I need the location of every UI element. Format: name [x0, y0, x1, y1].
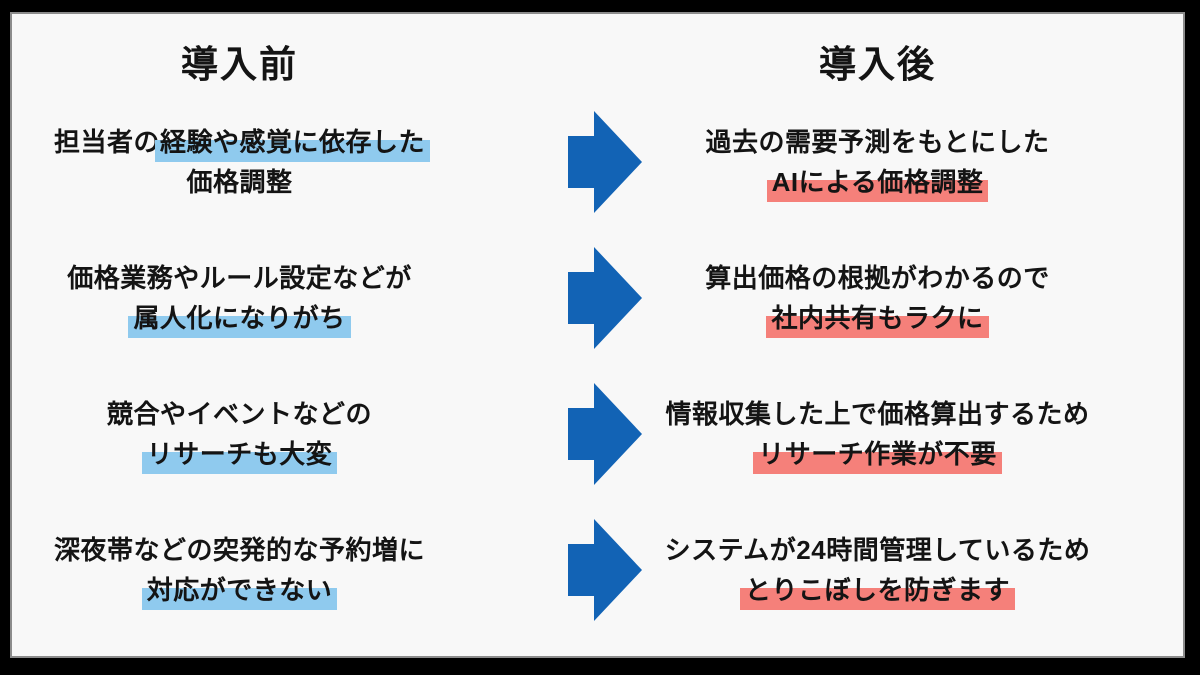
- after-line-2: 社内共有もラクに: [642, 298, 1113, 338]
- before-text: 価格業務やルール設定などが 属人化になりがち: [12, 258, 467, 338]
- after-line-1: 過去の需要予測をもとにした: [705, 127, 1050, 157]
- arrow-cell: [467, 502, 642, 638]
- after-line-1: 算出価格の根拠がわかるので: [705, 263, 1050, 293]
- before-text: 深夜帯などの突発的な予約増に 対応ができない: [12, 530, 467, 610]
- comparison-row: 価格業務やルール設定などが 属人化になりがち 算出価格の根拠がわかるので 社内共…: [12, 230, 1183, 366]
- after-text: 過去の需要予測をもとにした AIによる価格調整: [642, 122, 1183, 202]
- column-headers: 導入前 導入後: [12, 40, 1183, 90]
- before-line-2: リサーチも大変: [12, 434, 467, 474]
- before-line-2: 対応ができない: [12, 570, 467, 610]
- before-line-2: 属人化になりがち: [12, 298, 467, 338]
- blue-highlight: 対応ができない: [146, 575, 333, 605]
- after-line-2: リサーチ作業が不要: [642, 434, 1113, 474]
- pink-highlight: 社内共有もラクに: [771, 303, 984, 333]
- before-line-1: 競合やイベントなどの: [106, 399, 372, 429]
- pink-highlight: とりこぼしを防ぎます: [744, 575, 1010, 605]
- after-line-2: AIによる価格調整: [642, 162, 1113, 202]
- right-arrow-icon: [568, 111, 642, 213]
- before-line-1: 担当者の経験や感覚に依存した: [53, 127, 426, 157]
- blue-highlight: リサーチも大変: [146, 439, 333, 469]
- comparison-row: 競合やイベントなどの リサーチも大変 情報収集した上で価格算出するため リサーチ…: [12, 366, 1183, 502]
- after-line-2: とりこぼしを防ぎます: [642, 570, 1113, 610]
- arrow-cell: [467, 230, 642, 366]
- before-line-1: 価格業務やルール設定などが: [67, 263, 412, 293]
- arrow-cell: [467, 366, 642, 502]
- after-text: システムが24時間管理しているため とりこぼしを防ぎます: [642, 530, 1183, 610]
- blue-highlight: 属人化になりがち: [133, 303, 346, 333]
- right-arrow-icon: [568, 519, 642, 621]
- before-text: 担当者の経験や感覚に依存した 価格調整: [12, 122, 467, 202]
- before-text: 競合やイベントなどの リサーチも大変: [12, 394, 467, 474]
- after-line-1: 情報収集した上で価格算出するため: [665, 399, 1090, 429]
- comparison-row: 深夜帯などの突発的な予約増に 対応ができない システムが24時間管理しているため…: [12, 502, 1183, 638]
- content-panel: 導入前 導入後 担当者の経験や感覚に依存した 価格調整 過去の需要予測をもとにし…: [10, 12, 1185, 658]
- column-header-after: 導入後: [819, 44, 936, 85]
- right-arrow-icon: [568, 383, 642, 485]
- pink-highlight: AIによる価格調整: [771, 167, 984, 197]
- comparison-row: 担当者の経験や感覚に依存した 価格調整 過去の需要予測をもとにした AIによる価…: [12, 94, 1183, 230]
- arrow-cell: [467, 94, 642, 230]
- pink-highlight: リサーチ作業が不要: [758, 439, 997, 469]
- blue-highlight: 経験や感覚に依存した: [160, 127, 426, 157]
- after-line-1: システムが24時間管理しているため: [664, 535, 1091, 565]
- before-line-2: 価格調整: [186, 167, 293, 197]
- comparison-rows: 担当者の経験や感覚に依存した 価格調整 過去の需要予測をもとにした AIによる価…: [12, 94, 1183, 638]
- right-arrow-icon: [568, 247, 642, 349]
- column-header-before: 導入前: [181, 44, 298, 85]
- before-line-1: 深夜帯などの突発的な予約増に: [53, 535, 425, 565]
- after-text: 情報収集した上で価格算出するため リサーチ作業が不要: [642, 394, 1183, 474]
- after-text: 算出価格の根拠がわかるので 社内共有もラクに: [642, 258, 1183, 338]
